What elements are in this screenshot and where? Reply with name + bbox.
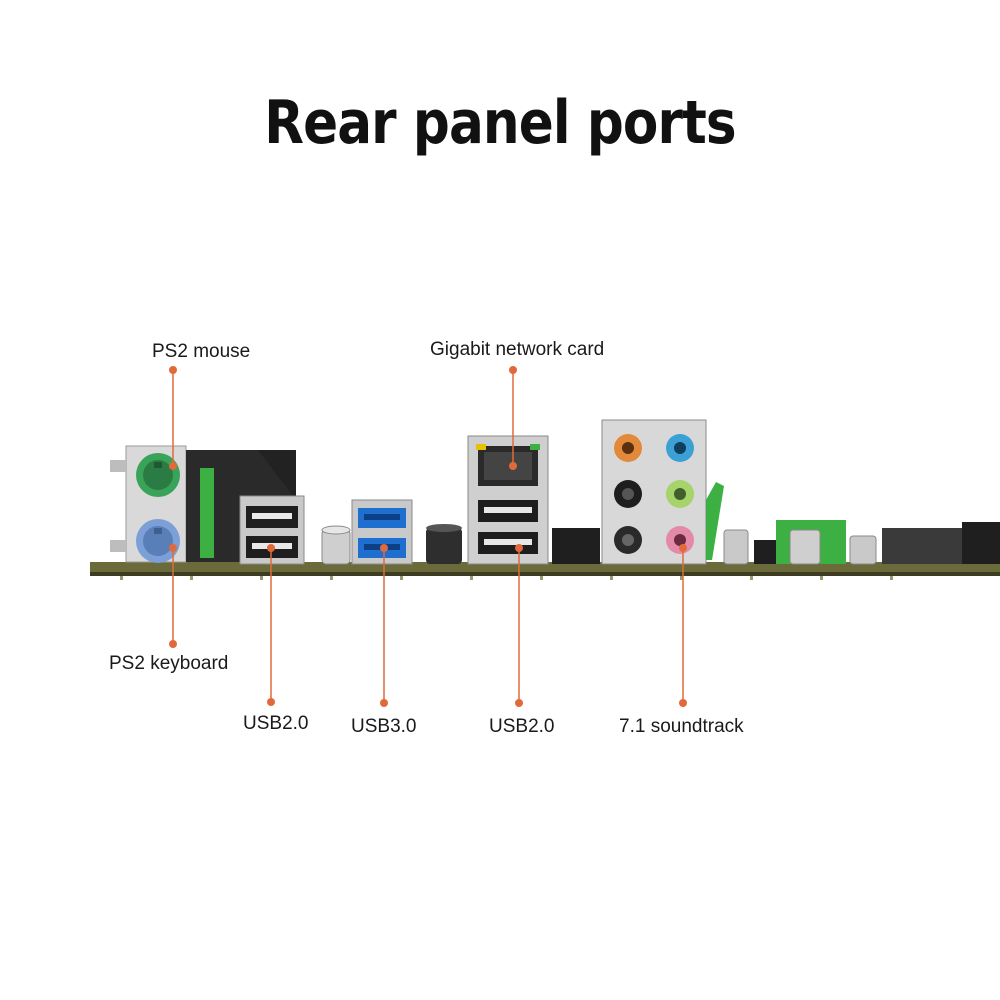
label-ps2-mouse: PS2 mouse xyxy=(152,341,251,362)
ps2-keyboard-port xyxy=(136,519,180,563)
capacitor xyxy=(426,524,462,564)
board-components xyxy=(706,482,1000,565)
header-strip xyxy=(552,528,600,564)
leader-ps2-mouse xyxy=(169,366,177,470)
leader-usb2-left xyxy=(267,544,275,706)
leader-soundtrack xyxy=(679,544,687,707)
ps2-mouse-port xyxy=(136,453,180,497)
leader-ps2-keyboard xyxy=(169,544,177,648)
label-ps2-keyboard: PS2 keyboard xyxy=(109,653,229,674)
label-usb3: USB3.0 xyxy=(351,716,417,737)
leader-gigabit xyxy=(509,366,517,470)
label-7-1-soundtrack: 7.1 soundtrack xyxy=(619,716,744,737)
page-title: Rear panel ports xyxy=(264,88,736,158)
label-usb2-left: USB2.0 xyxy=(243,713,309,734)
audio-jack-block xyxy=(601,419,707,565)
label-usb2-right: USB2.0 xyxy=(489,716,555,737)
solder-points xyxy=(120,576,893,580)
leader-usb3 xyxy=(380,544,388,707)
pcb-board-edge xyxy=(90,572,1000,576)
usb3-stack xyxy=(351,499,413,565)
label-gigabit-network-card: Gigabit network card xyxy=(430,339,605,360)
usb2-stack-left xyxy=(239,495,305,565)
lan-usb-stack xyxy=(467,435,549,565)
capacitor xyxy=(321,525,351,565)
leader-usb2-right xyxy=(515,544,523,707)
